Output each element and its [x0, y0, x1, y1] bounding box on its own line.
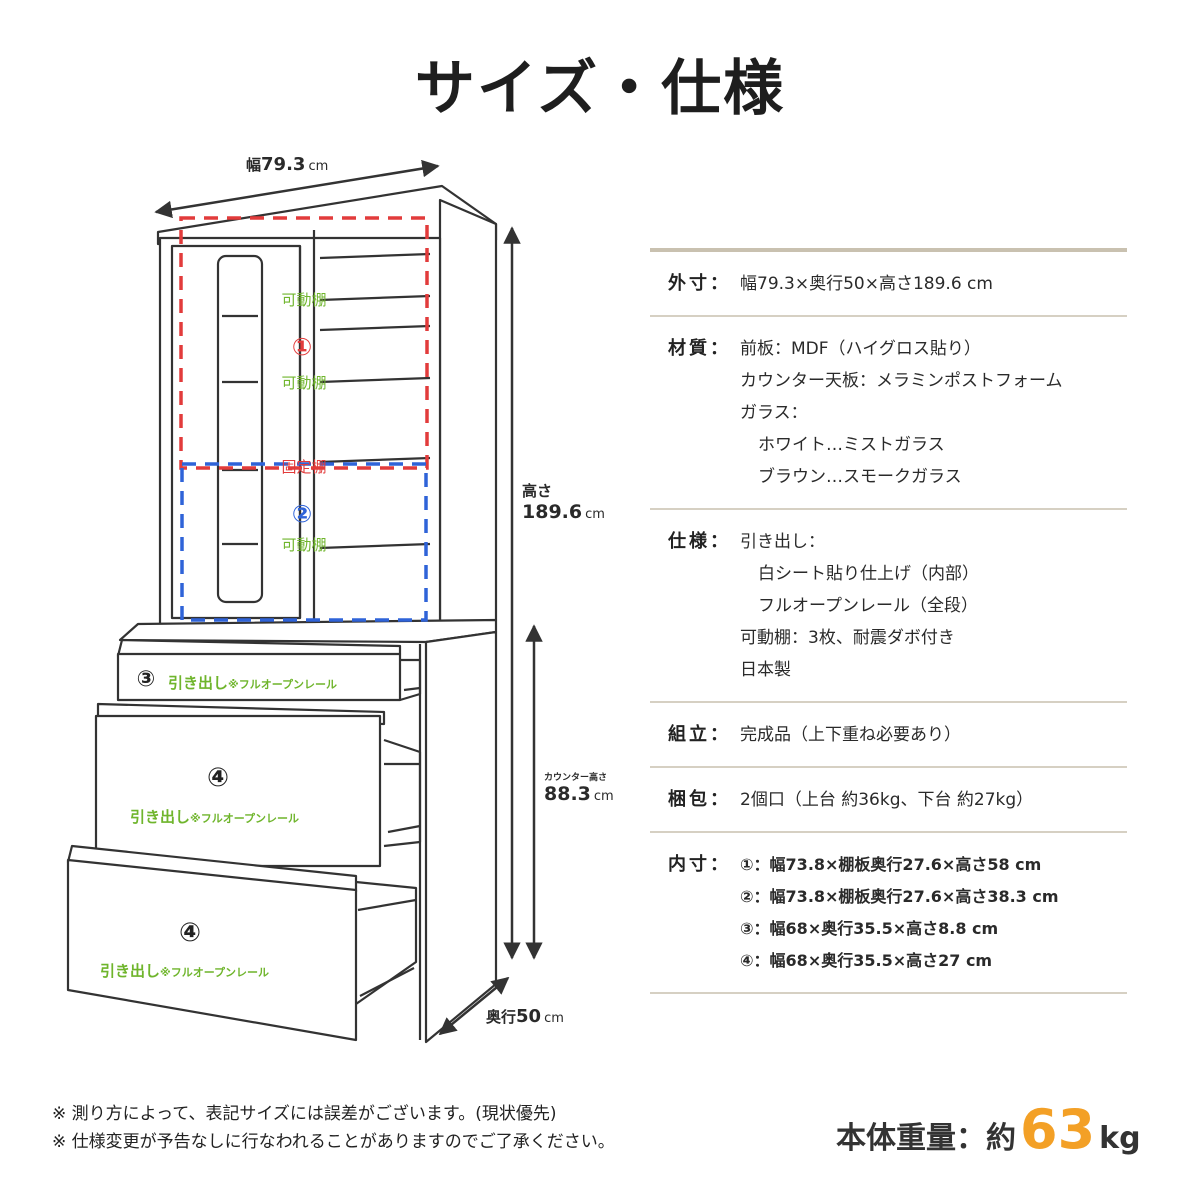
spec-value: ブラウン…スモークガラス — [758, 467, 962, 487]
page-title: サイズ・仕様 — [414, 54, 786, 124]
spec-row-gaisun: 外寸： 幅79.3×奥行50×高さ189.6 cm — [650, 252, 1127, 317]
section-2-outline — [180, 462, 428, 622]
spec-value: ②：幅73.8×棚板奥行27.6×高さ38.3 cm — [740, 887, 1059, 906]
cabinet-drawing: ① ② ③ ④ ④ 可動棚 可動棚 固定棚 可動棚 引き出し※フルオープンレール… — [66, 159, 543, 1044]
spec-value: ③：幅68×奥行35.5×高さ8.8 cm — [740, 919, 999, 938]
drawer-label-4-middle: 引き出し※フルオープンレール — [130, 808, 299, 826]
spec-row-kumitate: 組立： 完成品（上下重ね必要あり） — [650, 703, 1127, 768]
spec-label: 材質： — [668, 338, 731, 359]
spec-value: 日本製 — [740, 660, 791, 680]
weight-unit: kg — [1099, 1121, 1141, 1156]
spec-row-zaishitsu: 材質： 前板：MDF（ハイグロス貼り） カウンター天板：メラミンポストフォーム … — [650, 317, 1127, 510]
marker-4-middle: ④ — [207, 763, 229, 793]
spec-top-rule — [650, 248, 1127, 252]
spec-value: ④：幅68×奥行35.5×高さ27 cm — [740, 951, 993, 970]
lower-side-panel — [424, 630, 498, 1044]
spec-value: ガラス： — [740, 403, 808, 423]
spec-label: 仕様： — [668, 531, 731, 552]
shelf-label-movable-1: 可動棚 — [281, 291, 326, 309]
drawer-4b-front — [66, 858, 358, 1042]
shelf-label-movable-3: 可動棚 — [281, 536, 326, 554]
drawer-label-4-bottom: 引き出し※フルオープンレール — [100, 962, 269, 980]
spec-label: 外寸： — [668, 273, 731, 294]
spec-value: 幅79.3×奥行50×高さ189.6 cm — [740, 274, 993, 294]
spec-value: 2個口（上台 約36kg、下台 約27kg） — [740, 790, 1034, 810]
spec-label: 組立： — [668, 724, 731, 745]
spec-value: カウンター天板：メラミンポストフォーム — [740, 371, 1063, 391]
spec-table: 外寸： 幅79.3×奥行50×高さ189.6 cm 材質： 前板：MDF（ハイグ… — [650, 248, 1127, 994]
footnote: ※ 測り方によって、表記サイズには誤差がございます。(現状優先) — [52, 1104, 557, 1124]
drawer-label-3: 引き出し※フルオープンレール — [168, 674, 337, 692]
counter-top — [118, 618, 498, 644]
dimension-arrow-icon — [438, 976, 510, 1036]
shelf-label-fixed: 固定棚 — [281, 458, 326, 476]
weight-label: 本体重量：約 — [836, 1121, 1016, 1156]
spec-value: 完成品（上下重ね必要あり） — [740, 725, 961, 745]
spec-value: 引き出し： — [740, 532, 825, 552]
marker-3: ③ — [137, 667, 156, 692]
cabinet-diagram: ① ② ③ ④ ④ 可動棚 可動棚 固定棚 可動棚 引き出し※フルオープンレール… — [0, 0, 640, 1080]
spec-row-naisun: 内寸： ①：幅73.8×棚板奥行27.6×高さ58 cm ②：幅73.8×棚板奥… — [650, 833, 1127, 994]
spec-value: 可動棚：3枚、耐震ダボ付き — [740, 628, 955, 648]
marker-1: ① — [292, 333, 312, 361]
marker-4-bottom: ④ — [179, 918, 201, 948]
weight-value: 63 — [1020, 1098, 1096, 1161]
spec-row-shiyou: 仕様： 引き出し： 白シート貼り仕上げ（内部） フルオープンレール（全段） 可動… — [650, 510, 1127, 703]
spec-value: ホワイト…ミストガラス — [758, 435, 945, 455]
drawer-3-front — [116, 652, 402, 702]
upper-side-panel — [438, 198, 498, 626]
spec-value: 白シート貼り仕上げ（内部） — [758, 564, 979, 584]
spec-value: ①：幅73.8×棚板奥行27.6×高さ58 cm — [740, 855, 1042, 874]
dimension-arrow-icon — [154, 159, 440, 219]
spec-label: 内寸： — [668, 854, 731, 875]
footnotes: ※ 測り方によって、表記サイズには誤差がございます。(現状優先) ※ 仕様変更が… — [52, 1100, 615, 1156]
spec-value: 前板：MDF（ハイグロス貼り） — [740, 339, 981, 359]
drawer-4a-front — [94, 714, 382, 868]
spec-row-konpou: 梱包： 2個口（上台 約36kg、下台 約27kg） — [650, 768, 1127, 833]
spec-value: フルオープンレール（全段） — [758, 596, 978, 616]
shelf-label-movable-2: 可動棚 — [281, 374, 326, 392]
marker-2: ② — [292, 500, 312, 528]
footnote: ※ 仕様変更が予告なしに行なわれることがありますのでご了承ください。 — [52, 1132, 615, 1152]
spec-label: 梱包： — [668, 789, 731, 810]
door-window — [216, 254, 264, 604]
